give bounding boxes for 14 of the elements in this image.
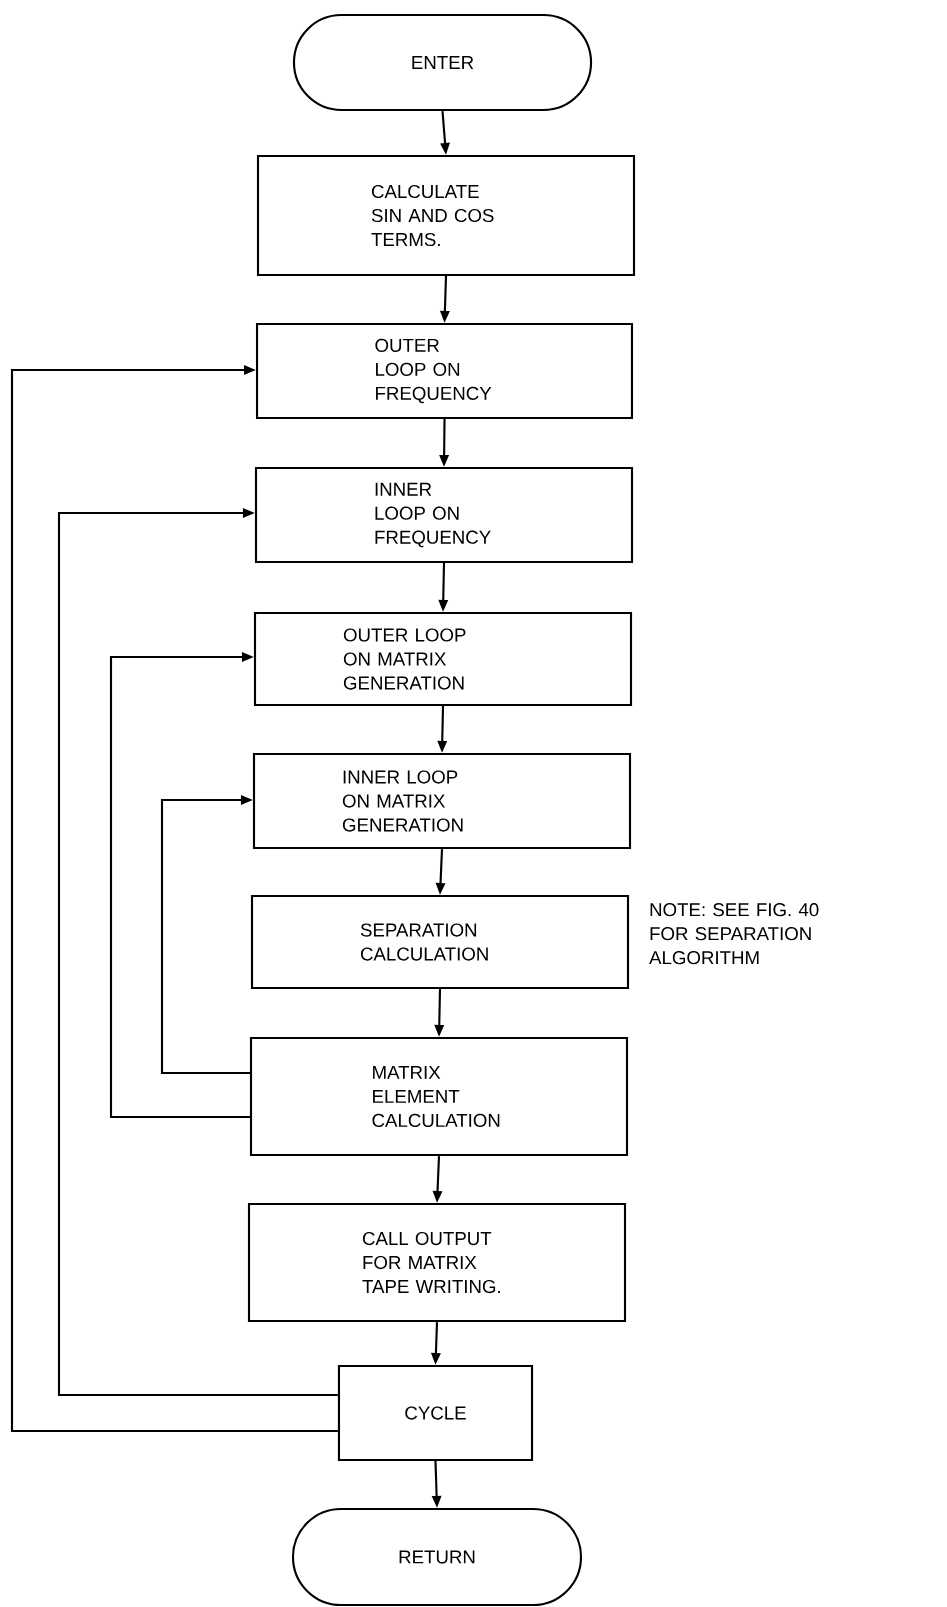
- terminal-box: ENTER: [292, 14, 593, 112]
- process-box: CALCULATE SIN AND COS TERMS.: [256, 154, 636, 277]
- process-box: SEPARATION CALCULATION: [250, 894, 630, 990]
- note-text: NOTE: SEE FIG. 40 FOR SEPARATION ALGORITHM: [649, 903, 819, 965]
- process-box: CALL OUTPUT FOR MATRIX TAPE WRITING.: [247, 1202, 627, 1323]
- terminal-box: RETURN: [291, 1507, 583, 1607]
- arrow: [57, 508, 338, 1397]
- process-box: OUTER LOOP ON FREQUENCY: [255, 322, 634, 420]
- process-box: MATRIX ELEMENT CALCULATION: [249, 1036, 629, 1157]
- arrow: [10, 365, 338, 1433]
- process-box: INNER LOOP ON FREQUENCY: [254, 466, 634, 564]
- process-box: INNER LOOP ON MATRIX GENERATION: [252, 752, 632, 850]
- process-box: OUTER LOOP ON MATRIX GENERATION: [253, 611, 633, 707]
- process-box: CYCLE: [337, 1364, 534, 1462]
